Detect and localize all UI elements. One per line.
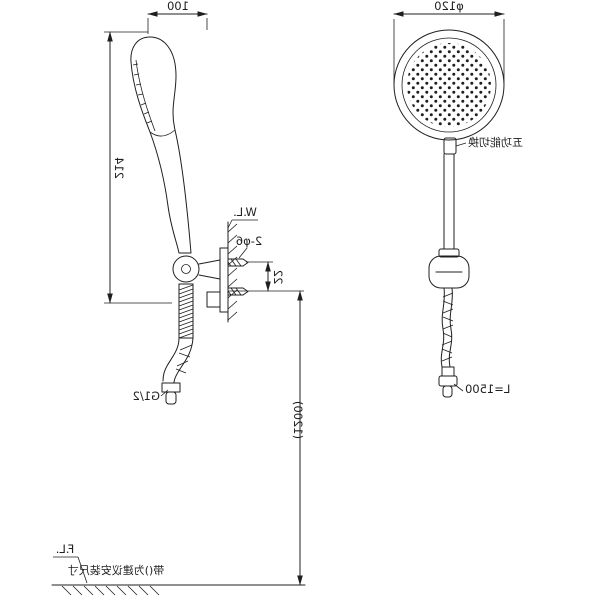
- spray-nozzle-dots: [407, 43, 491, 127]
- thread-connector-side: [161, 382, 181, 405]
- screw-top: [227, 258, 249, 267]
- handle-front: [443, 153, 455, 250]
- floor-note: 带()为建议安装尺寸: [68, 563, 165, 577]
- floor-label-leader: [53, 556, 88, 584]
- screw-bottom: [227, 287, 249, 296]
- shower-side-profile: [130, 36, 192, 254]
- hose-connector-front: [438, 366, 458, 398]
- wall-label: W.L.: [233, 205, 257, 219]
- dim-hole-spacing: 22: [246, 261, 285, 292]
- floor-hatch: [61, 585, 160, 596]
- hose-side-braid-hatch: [175, 344, 193, 374]
- front-view: φ120 五功能切换: [393, 0, 523, 398]
- dim-diameter: φ120: [393, 0, 505, 83]
- hose-length-label: L=1500: [465, 382, 510, 396]
- wall-label-leader: [227, 219, 258, 229]
- hose-front-braid-hatch: [441, 292, 454, 362]
- dim-width-label: 100: [167, 0, 189, 13]
- switch-label-leader: [455, 142, 467, 147]
- dim-height-label: 214: [112, 157, 126, 179]
- dim-install-height: (1200): [228, 290, 305, 586]
- dim-diameter-label: φ120: [434, 0, 464, 13]
- bracket-front: [428, 248, 470, 289]
- bracket-knob: [172, 255, 200, 283]
- shower-head-face-rim: [401, 37, 497, 133]
- holes-label-leader: [238, 247, 248, 259]
- bracket-knob-axis: [181, 264, 191, 274]
- dim-width: 100: [147, 0, 208, 34]
- dim-install-height-label: (1200): [291, 401, 305, 439]
- floor-label: F.L.: [56, 542, 75, 556]
- holes-label: 2-φ6: [236, 234, 262, 248]
- spray-face-hatch: [132, 63, 153, 124]
- hose-side: [162, 337, 194, 384]
- wall-hatch: [227, 223, 238, 321]
- hose-coil-side: [178, 283, 194, 339]
- switch-label: 五功能切换: [468, 135, 523, 149]
- dim-hole-spacing-label: 22: [271, 270, 285, 285]
- dim-height: 214: [104, 31, 172, 304]
- thread-label-leader: [160, 389, 169, 397]
- bracket-side: [198, 247, 229, 313]
- hose-front: [440, 287, 454, 368]
- hose-length-leader: [453, 383, 464, 392]
- thread-label: G1/2: [133, 389, 160, 403]
- shower-head-outer-rim: [393, 29, 505, 141]
- side-view: 100 214: [51, 0, 306, 596]
- hose-coil-hatch: [178, 284, 194, 339]
